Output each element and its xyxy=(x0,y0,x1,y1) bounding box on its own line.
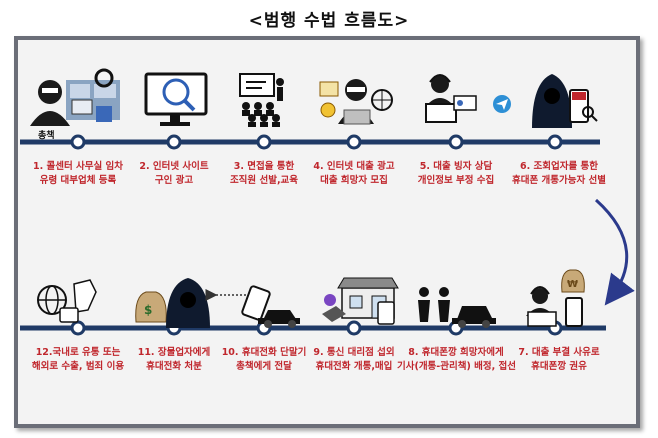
svg-text:$: $ xyxy=(144,303,152,317)
node-3 xyxy=(256,134,272,150)
step-7-label: 7. 대출 부결 사유로 휴대폰깡 권유 xyxy=(500,346,618,374)
step-4-line2: 대출 희망자 모집 xyxy=(320,175,388,186)
step-8-line2: 기사(개통-관리책) 배정, 접선 xyxy=(397,361,516,372)
step-6-line1: 6. 조회업자를 통한 xyxy=(519,161,598,172)
step-2-line1: 2. 인터넷 사이트 xyxy=(139,161,209,172)
step-10-label: 10. 휴대전화 단말기 총책에게 전달 xyxy=(205,346,323,374)
step-10-line2: 총책에게 전달 xyxy=(236,361,292,372)
step-9-line2: 휴대전화 개통,매입 xyxy=(315,361,393,372)
step-3-label: 3. 면접을 통한 조직원 선발,교육 xyxy=(205,160,323,188)
boss-label: 총책 xyxy=(38,131,55,141)
step-7-line2: 휴대폰깡 권유 xyxy=(531,361,587,372)
svg-text:₩: ₩ xyxy=(567,279,578,290)
step-11-line2: 휴대전화 처분 xyxy=(146,361,202,372)
job-monitor-icon xyxy=(144,72,208,126)
store-handshake-icon xyxy=(322,277,399,325)
node-6 xyxy=(547,134,563,150)
step-2-label: 2. 인터넷 사이트 구인 광고 xyxy=(115,160,233,188)
node-9 xyxy=(346,320,362,336)
node-12 xyxy=(70,320,86,336)
operator-money-phone-icon: ₩ xyxy=(526,269,585,327)
step-12-label: 12.국내로 유통 또는 해외로 수출, 범죄 이용 xyxy=(19,346,137,374)
step-5-line2: 개인정보 부정 수집 xyxy=(417,175,495,186)
hacker-call-center-icon xyxy=(30,68,120,126)
step-11-label: 11. 장물업자에게 휴대전화 처분 xyxy=(115,346,233,374)
step-3-line2: 조직원 선발,교육 xyxy=(229,175,299,186)
step-12-line1: 12.국내로 유통 또는 xyxy=(35,347,121,358)
presentation-training-icon xyxy=(239,73,284,127)
step-3-line1: 3. 면접을 통한 xyxy=(233,161,295,172)
step-1-label: 1. 콜센터 사무실 임차 유령 대부업체 등록 xyxy=(19,160,137,188)
step-2-line2: 구인 광고 xyxy=(154,175,194,186)
hooded-hacker-phone-icon xyxy=(532,74,598,128)
node-2 xyxy=(166,134,182,150)
step-9-label: 9. 통신 대리점 섭외 휴대전화 개통,매입 xyxy=(295,346,413,374)
step-12-line2: 해외로 수출, 범죄 이용 xyxy=(31,361,125,372)
top-nodes xyxy=(70,134,563,150)
step-9-line1: 9. 통신 대리점 섭외 xyxy=(313,347,395,358)
step-6-line2: 휴대폰 개통가능자 선별 xyxy=(511,175,606,186)
page-title: <범행 수법 흐름도> xyxy=(248,11,410,31)
node-5 xyxy=(448,134,464,150)
flow-curve-arrow xyxy=(594,198,635,306)
step-1-line2: 유령 대부업체 등록 xyxy=(39,175,117,186)
node-1 xyxy=(70,134,86,150)
step-8-label: 8. 휴대폰깡 희망자에게 기사(개통-관리책) 배정, 접선 xyxy=(397,346,516,374)
globe-export-icon xyxy=(37,279,97,323)
operator-id-card-icon xyxy=(425,74,511,123)
phone-car-icon xyxy=(205,285,300,328)
step-1-line1: 1. 콜센터 사무실 임차 xyxy=(32,161,124,172)
node-4 xyxy=(346,134,362,150)
step-7-line1: 7. 대출 부결 사유로 xyxy=(518,347,600,358)
money-bag-hacker-icon: $ xyxy=(135,278,210,328)
step-11-line1: 11. 장물업자에게 xyxy=(137,347,211,358)
step-4-line1: 4. 인터넷 대출 광고 xyxy=(313,161,395,172)
step-8-line1: 8. 휴대폰깡 희망자에게 xyxy=(408,347,504,358)
step-4-label: 4. 인터넷 대출 광고 대출 희망자 모집 xyxy=(295,160,413,188)
step-6-label: 6. 조회업자를 통한 휴대폰 개통가능자 선별 xyxy=(500,160,618,188)
step-10-line1: 10. 휴대전화 단말기 xyxy=(221,347,307,358)
step-5-label: 5. 대출 빙자 상담 개인정보 부정 수집 xyxy=(397,160,515,188)
people-car-icon xyxy=(418,287,496,328)
loan-hacker-icon xyxy=(319,79,393,125)
step-5-line1: 5. 대출 빙자 상담 xyxy=(419,161,493,172)
